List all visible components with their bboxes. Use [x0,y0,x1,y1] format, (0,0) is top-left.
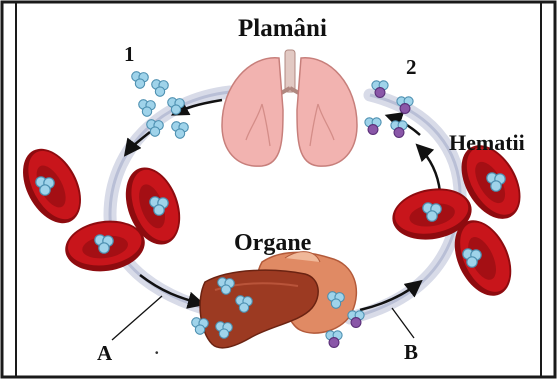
arrow-up-right [418,146,440,192]
point-b-label: B [404,342,418,363]
red-cells-label: Hematii [449,132,525,154]
oxygen-molecule [132,72,149,89]
oxygen-molecule [172,122,189,139]
co2-molecule [365,118,381,135]
lungs-illustration [222,50,357,166]
co2-molecule [326,331,342,348]
oxygen-molecule [152,80,169,97]
co2-molecule [391,121,407,138]
lungs-label: Plamâni [238,16,327,41]
leader-line-b [392,308,414,338]
stray-dot: • [155,348,159,359]
point-a-label: A [97,343,112,364]
leader-line-a [112,296,162,340]
organs-label: Organe [234,231,311,255]
step-2-label: 2 [406,57,417,78]
step-1-label: 1 [124,44,135,65]
oxygen-molecule [139,100,156,117]
co2-molecule [348,311,364,328]
